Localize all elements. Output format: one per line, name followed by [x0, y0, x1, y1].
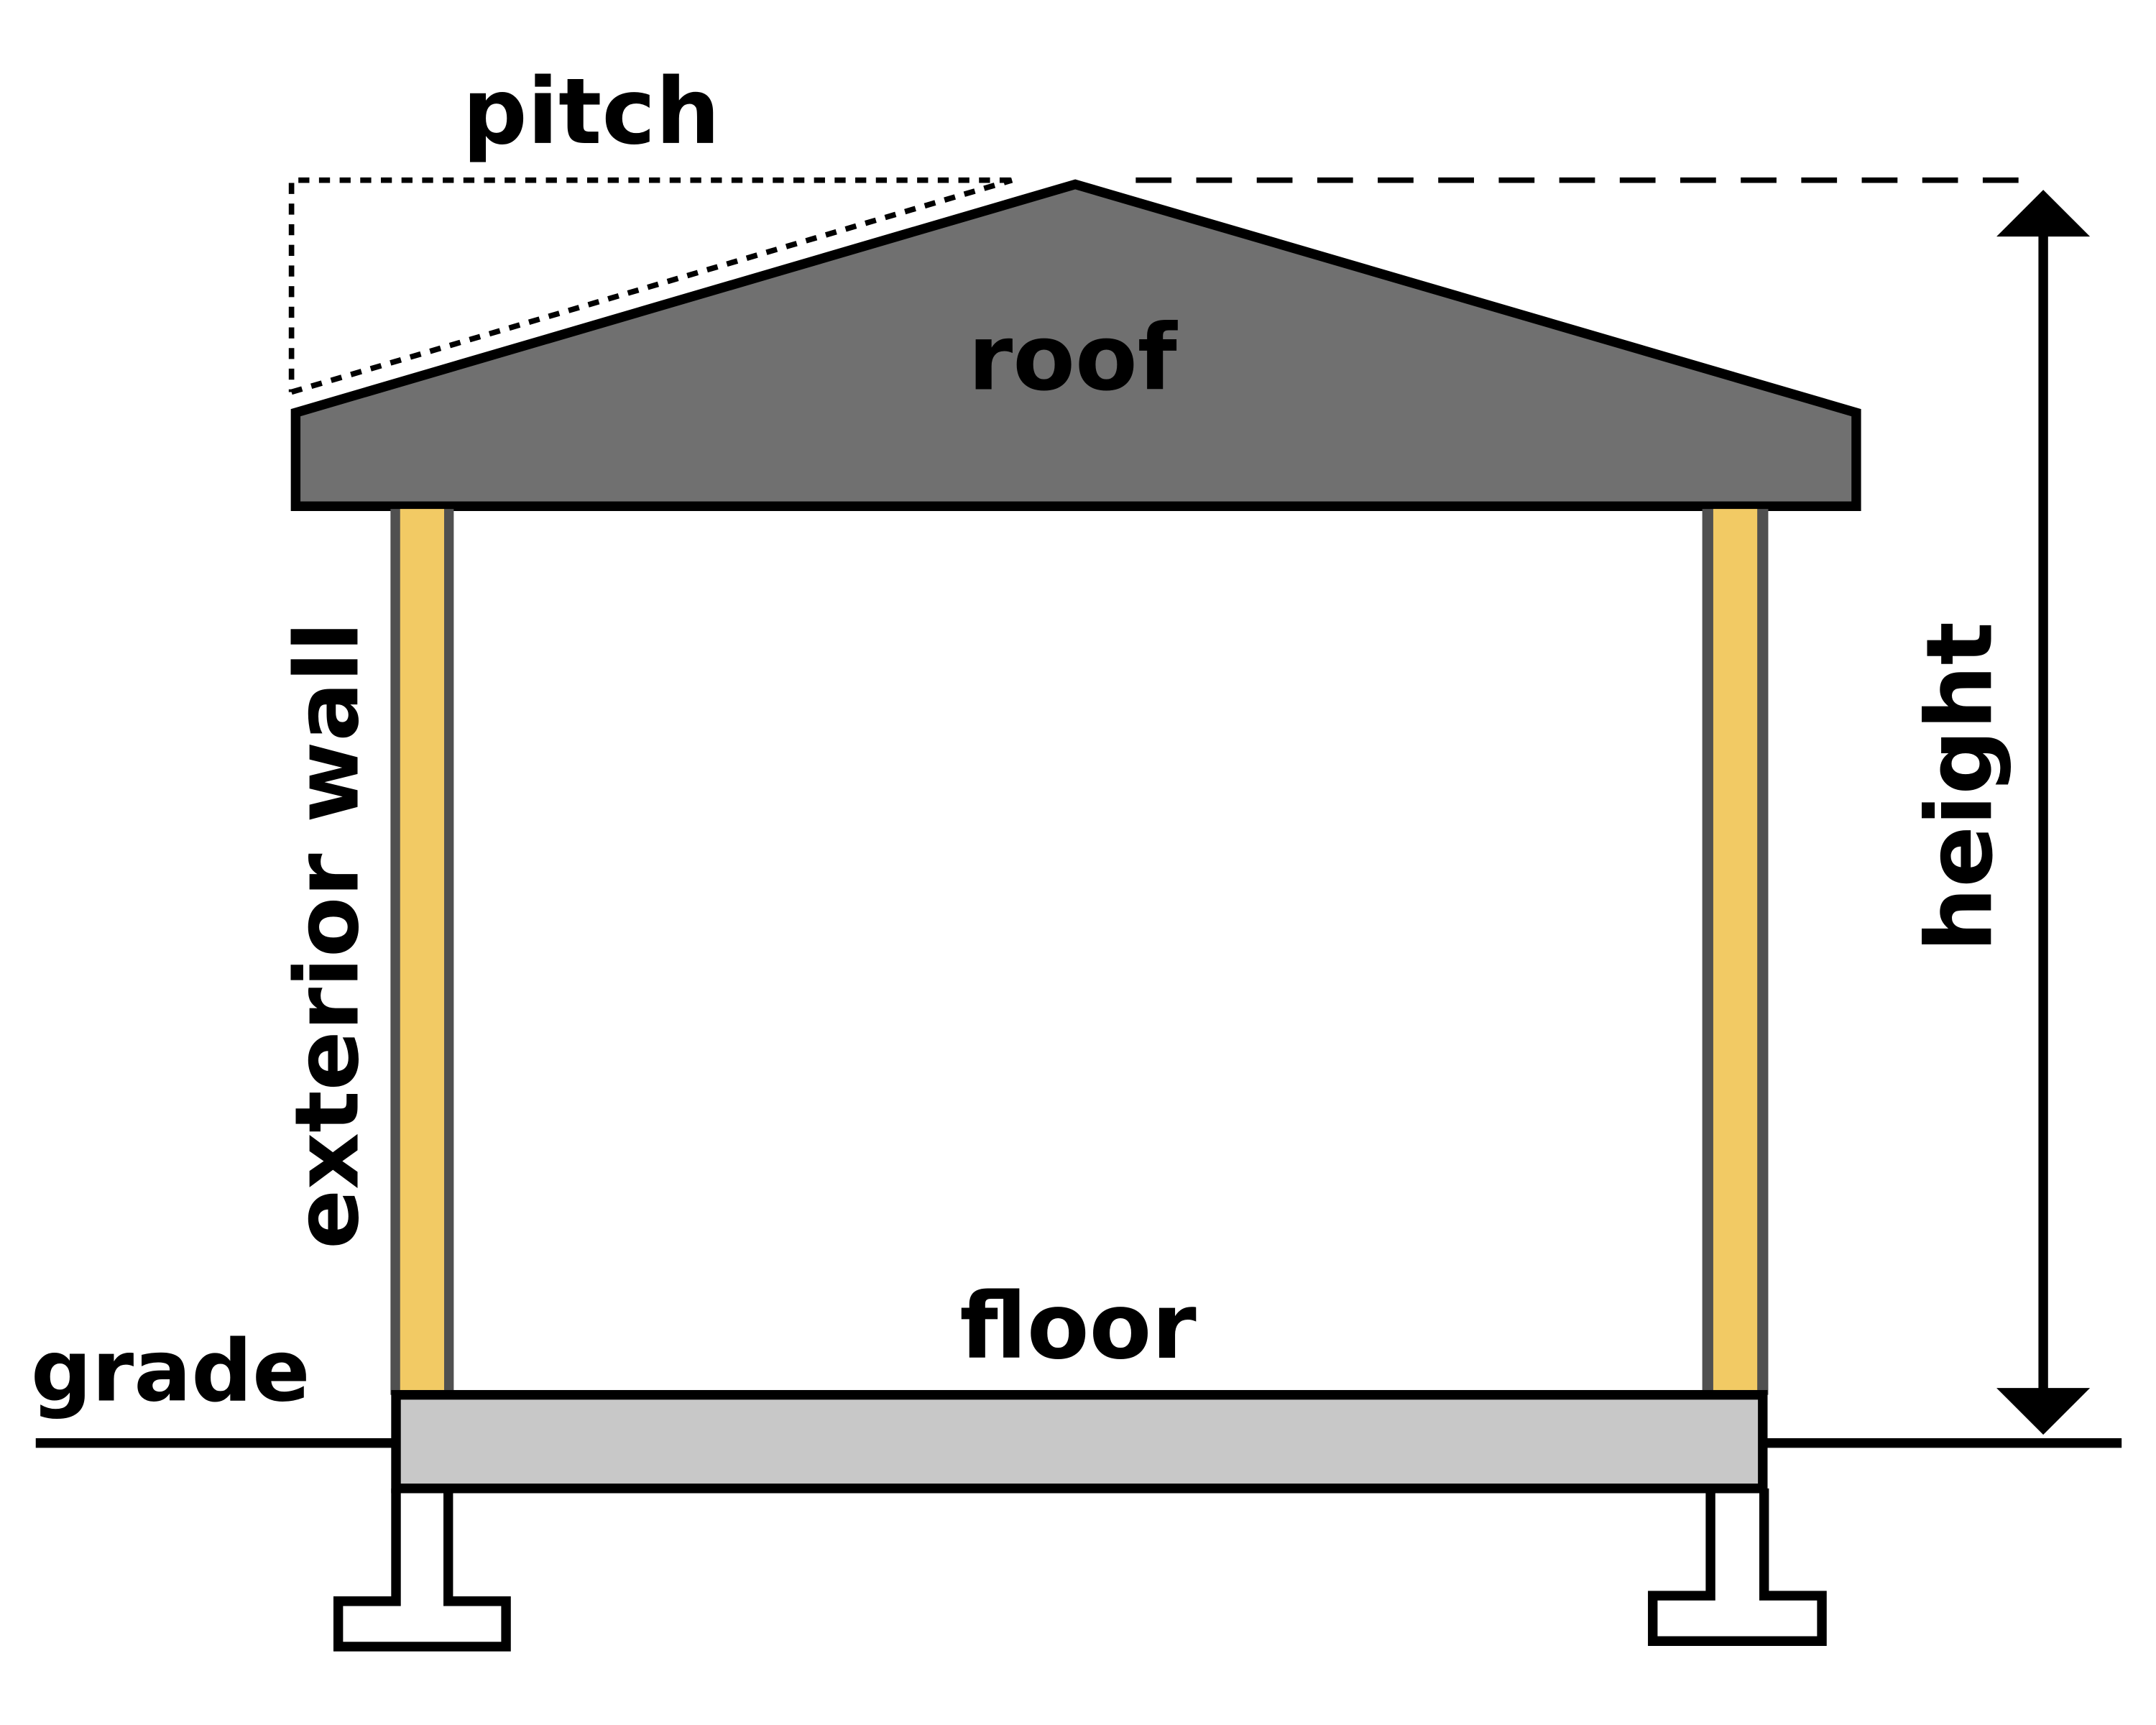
height-label: height — [1907, 622, 2012, 952]
exterior-wall-label: exterior wall — [275, 622, 378, 1249]
exterior-wall-left — [390, 509, 454, 1395]
floor-slab — [391, 1389, 1768, 1494]
footing-left — [333, 1488, 511, 1652]
arrow-up-icon — [1996, 190, 2091, 237]
pitch-label: pitch — [462, 59, 720, 165]
pitch-dotted-slope — [290, 178, 1013, 395]
arrow-down-icon — [1996, 1388, 2091, 1435]
footing-right — [1648, 1488, 1827, 1646]
height-dimension-arrow — [1996, 190, 2091, 1435]
roof — [290, 179, 1861, 512]
roof-label: roof — [968, 305, 1179, 411]
pitch-indicator — [288, 177, 1013, 395]
floor-label: floor — [959, 1274, 1196, 1379]
grade-label: grade — [31, 1321, 310, 1420]
exterior-wall-right — [1702, 509, 1769, 1395]
